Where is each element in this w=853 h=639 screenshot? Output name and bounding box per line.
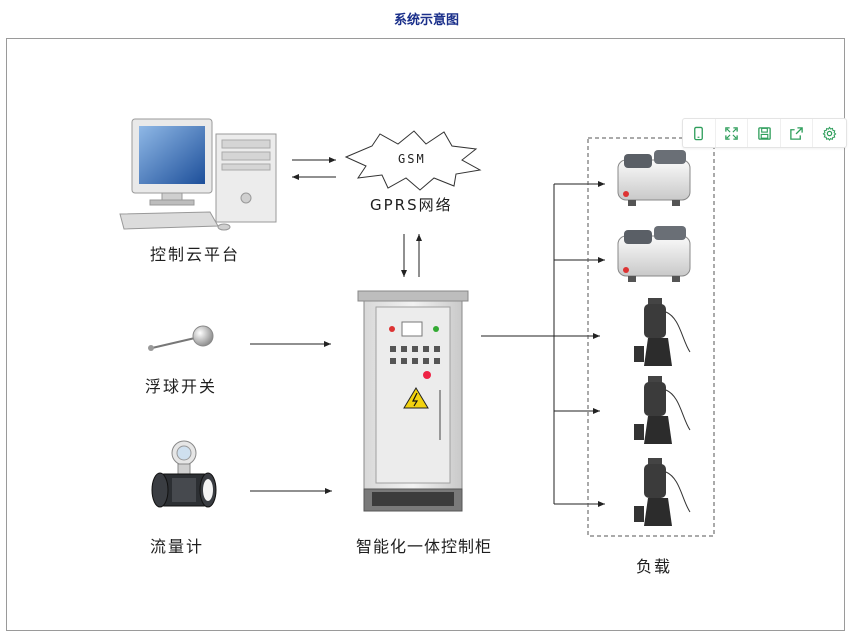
- fullscreen-button[interactable]: [716, 119, 749, 147]
- float-switch-icon: [148, 325, 214, 351]
- submersible-pump-icon: [634, 376, 691, 444]
- diagram-frame: [6, 38, 845, 631]
- share-icon: [790, 126, 803, 140]
- mobile-icon: [694, 126, 704, 140]
- air-blower-icon: [617, 150, 691, 206]
- save-icon: [757, 126, 771, 140]
- control-cabinet-icon: [357, 290, 469, 512]
- fullscreen-icon: [725, 126, 738, 140]
- air-blower-icon: [617, 226, 691, 282]
- cloud-platform-label: 控制云平台: [150, 245, 241, 264]
- save-button[interactable]: [748, 119, 781, 147]
- control-cabinet-label: 智能化一体控制柜: [356, 537, 493, 556]
- load-label: 负载: [636, 557, 673, 576]
- submersible-pump-icon: [634, 458, 691, 526]
- gprs-network-label: GPRS网络: [370, 196, 453, 214]
- share-button[interactable]: [781, 119, 814, 147]
- gsm-label: GSM: [398, 152, 426, 166]
- gsm-burst-icon: [344, 130, 482, 191]
- load-wiring: [481, 181, 605, 507]
- flow-meter-icon: [151, 440, 217, 508]
- submersible-pump-icon: [634, 298, 691, 366]
- float-switch-label: 浮球开关: [145, 377, 218, 396]
- flow-meter-label: 流量计: [150, 537, 205, 556]
- settings-button[interactable]: [813, 119, 846, 147]
- computer-icon: [119, 118, 277, 231]
- floating-toolbar: [682, 118, 847, 148]
- page-title: 系统示意图: [393, 13, 459, 28]
- mobile-view-button[interactable]: [683, 119, 716, 147]
- settings-icon: [822, 125, 837, 141]
- load-group-box: [587, 137, 715, 537]
